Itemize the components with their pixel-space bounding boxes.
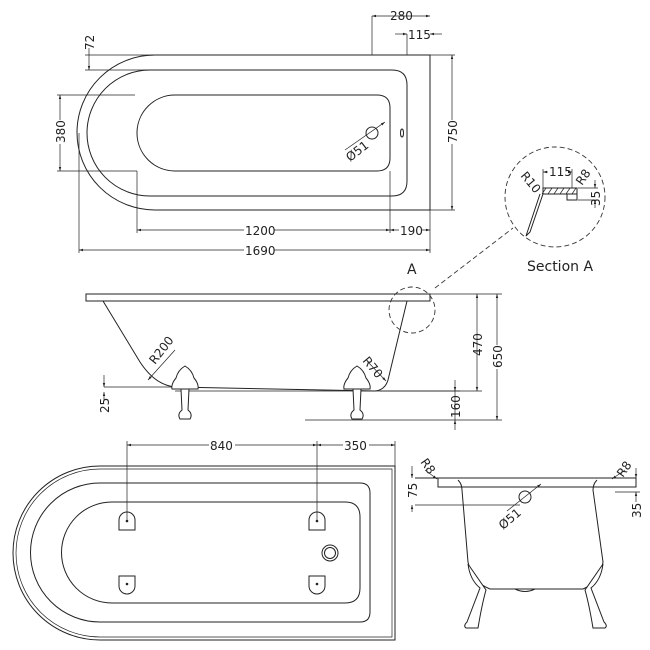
foot-leg — [178, 388, 192, 420]
top-outer-outline — [76, 54, 431, 211]
section-a-title: Section A — [527, 259, 593, 275]
label-mask — [548, 165, 568, 177]
dim-470: 470 — [471, 333, 485, 356]
bottom-view: 840 350 — [12, 437, 396, 641]
bottom-extension-lines — [126, 441, 396, 521]
side-extension-lines — [305, 293, 502, 421]
section-lip-profile — [566, 188, 578, 201]
dim-350: 350 — [344, 439, 367, 453]
dim-840: 840 — [210, 439, 233, 453]
bottom-outer-outline — [12, 465, 396, 641]
section-rim-profile — [542, 187, 578, 195]
label-mask — [491, 345, 503, 369]
foot-leg — [350, 388, 364, 420]
end-drain-icon — [518, 490, 532, 504]
bottom-rim-outline — [30, 482, 371, 623]
section-r10: R10 — [518, 169, 544, 196]
label-mask — [244, 242, 274, 256]
side-rim — [85, 293, 431, 302]
end-view: Ø51 75 R8 R8 35 — [406, 456, 644, 629]
foot-pads — [118, 511, 326, 595]
dim-25: 25 — [98, 398, 112, 413]
end-drain-leader — [506, 483, 542, 512]
section-dim-115: 115 — [549, 165, 572, 179]
r8-right-leader — [611, 469, 626, 480]
dim-115: 115 — [408, 28, 431, 42]
side-foot-right — [343, 365, 371, 420]
drain-leader-line — [344, 121, 386, 151]
label-mask — [209, 437, 235, 451]
label-mask — [54, 120, 66, 144]
end-foot-left — [464, 563, 487, 629]
bottom-drain-icon — [321, 544, 339, 562]
dim-r200: R200 — [146, 334, 176, 367]
end-drain-label: Ø51 — [496, 506, 524, 533]
top-basin-outline — [136, 94, 391, 172]
foot-bracket — [171, 365, 199, 390]
top-rim-outline — [86, 69, 408, 197]
drain-icon — [365, 126, 379, 140]
dim-280: 280 — [390, 9, 413, 23]
bottom-basin-outline — [61, 501, 361, 604]
section-a-leader — [434, 227, 514, 289]
dim-r8-left: R8 — [418, 456, 439, 477]
dim-72: 72 — [83, 35, 97, 50]
bottom-drain-inner — [324, 547, 336, 559]
section-a-circle — [504, 146, 606, 248]
foot-pad — [308, 575, 326, 595]
dim-1200: 1200 — [245, 224, 276, 238]
foot-pad-hole — [125, 582, 129, 586]
dim-160: 160 — [449, 395, 463, 418]
end-rim — [437, 477, 637, 488]
dim-380: 380 — [54, 120, 68, 143]
section-r8: R8 — [573, 167, 594, 188]
end-foot-right — [584, 563, 607, 629]
foot-pad — [308, 511, 326, 531]
dim-1690: 1690 — [245, 244, 276, 258]
dim-75: 75 — [406, 483, 420, 498]
r70-leader — [367, 361, 387, 382]
foot-pad-hole — [315, 582, 319, 586]
side-view: A R200 R70 470 650 160 25 — [85, 262, 505, 430]
detail-a-marker — [388, 286, 436, 334]
dim-650: 650 — [491, 345, 505, 368]
label-mask — [343, 437, 369, 451]
r8-left-leader — [424, 469, 438, 480]
top-view: Ø51 280 115 72 380 750 1200 190 1690 — [54, 9, 460, 258]
dim-35-end: 35 — [630, 503, 644, 518]
dim-750: 750 — [446, 120, 460, 143]
bottom-outer-inner-outline — [15, 468, 393, 638]
label-mask — [399, 222, 421, 236]
end-waste-outlet — [514, 588, 536, 592]
r200-leader — [147, 349, 176, 381]
label-mask — [446, 120, 458, 144]
side-foot-left — [171, 365, 199, 420]
dim-190: 190 — [400, 224, 423, 238]
foot-pad — [118, 511, 136, 531]
label-mask — [244, 222, 274, 236]
side-body — [102, 300, 408, 392]
top-extension-lines — [57, 16, 455, 253]
section-hatching — [541, 187, 577, 195]
dim-r8-right: R8 — [614, 459, 635, 480]
detail-a-label: A — [407, 262, 417, 278]
foot-pad — [118, 575, 136, 595]
section-a-detail: 115 R10 R8 35 Section A — [434, 146, 606, 289]
section-wall-profile — [525, 193, 544, 237]
section-dim-35: 35 — [589, 191, 603, 206]
overflow-icon — [400, 128, 404, 138]
top-drain-label: Ø51 — [343, 138, 371, 164]
